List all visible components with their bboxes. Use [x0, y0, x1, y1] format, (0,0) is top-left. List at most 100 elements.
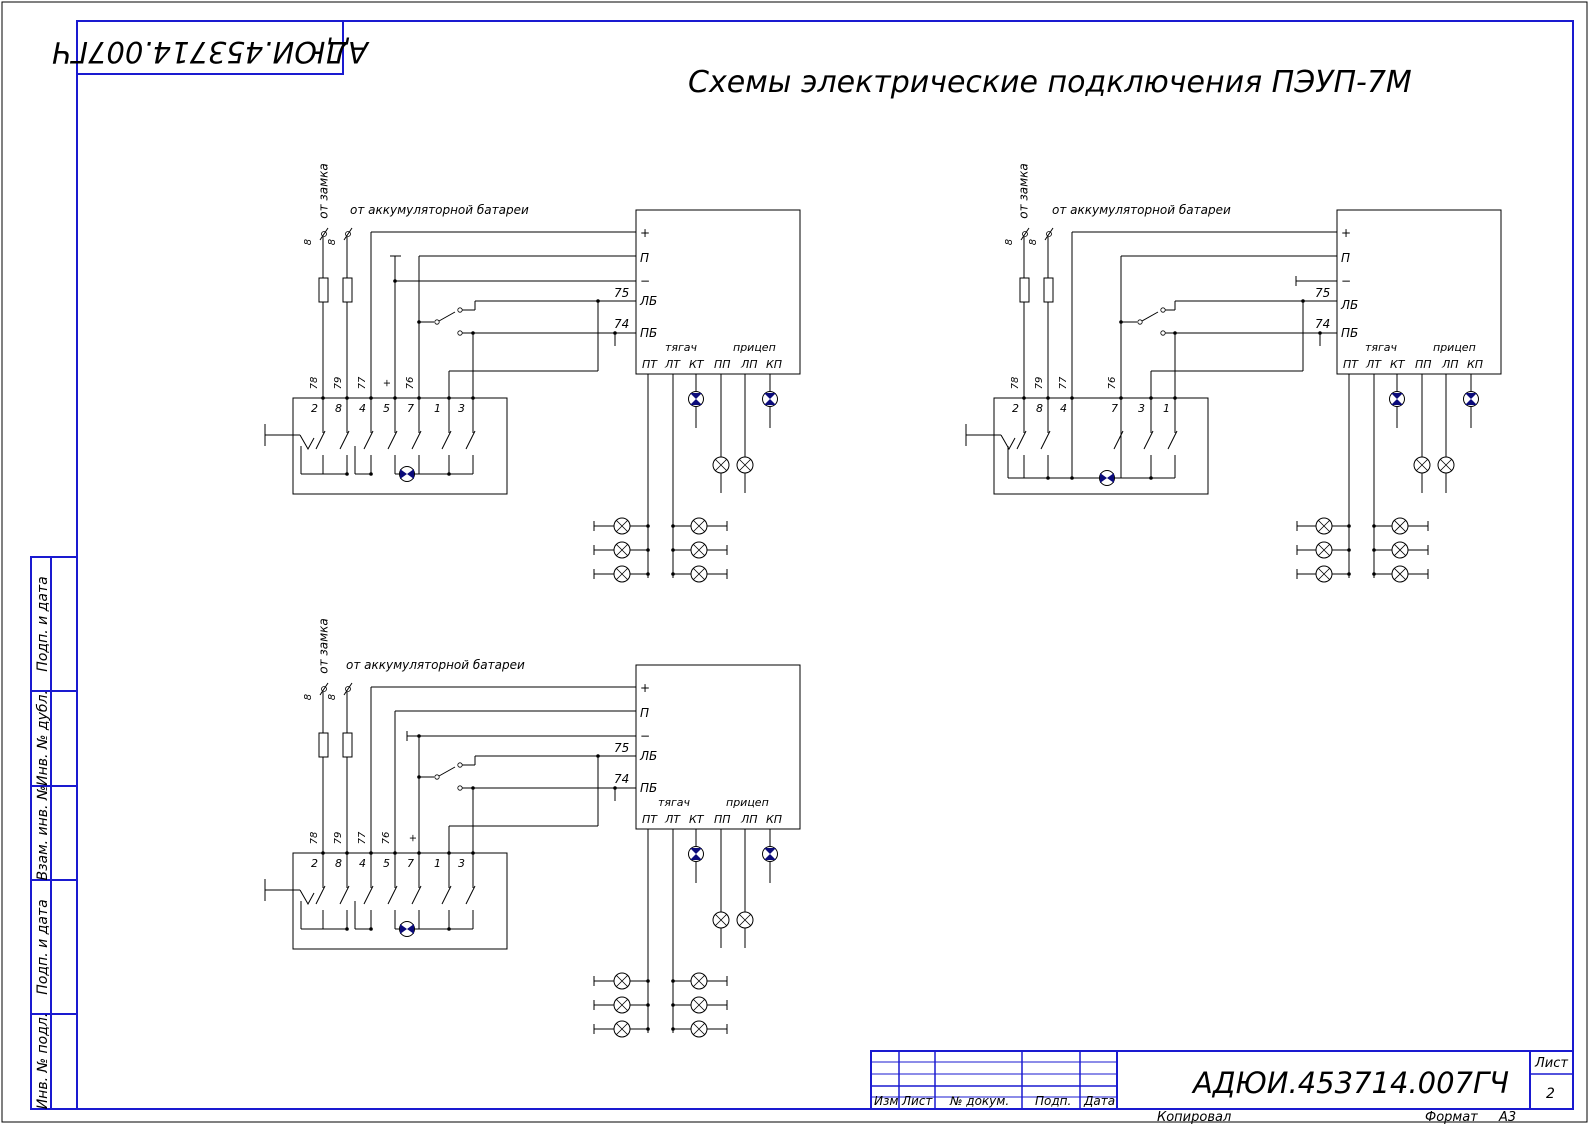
svg-text:П: П: [640, 251, 649, 265]
tractor-control-lamp-icon: [688, 846, 704, 862]
tractor-control-lamp-icon: [688, 391, 704, 407]
bottom-terminals: ПТ ЛТ КТ ПП ЛП КП: [642, 813, 782, 826]
switch-contacts: [1007, 396, 1178, 480]
svg-text:1: 1: [434, 857, 441, 870]
title-block: Изм Лист № докум. Подп. Дата АДЮИ.453714…: [870, 1050, 1574, 1125]
svg-text:ЛБ: ЛБ: [639, 749, 657, 763]
stamp-col-sign: Подп.: [1035, 1094, 1071, 1108]
svg-text:5: 5: [383, 857, 390, 870]
svg-text:+: +: [1341, 226, 1351, 240]
side-label-orig-inv: Инв. № подл.: [35, 1013, 51, 1110]
svg-text:7: 7: [407, 857, 414, 870]
unit-terminals: + П − ЛБ ПБ: [639, 681, 657, 795]
svg-text:78: 78: [309, 377, 320, 390]
switch-contact-numbers: 2 8 4 5 7 1 3: [311, 402, 465, 415]
svg-text:−: −: [640, 729, 650, 743]
svg-text:ЛБ: ЛБ: [639, 294, 657, 308]
svg-text:1: 1: [1163, 402, 1170, 415]
svg-text:КП: КП: [766, 813, 782, 826]
wire-label-75: 75: [614, 286, 629, 300]
svg-text:ПП: ПП: [714, 358, 731, 371]
label-from-battery: от аккумуляторной батареи: [1052, 203, 1231, 217]
fuse-label-2: 8: [327, 239, 338, 245]
svg-text:77: 77: [357, 376, 368, 389]
svg-text:КП: КП: [1467, 358, 1483, 371]
trailer-lamps: [712, 911, 754, 929]
svg-text:КТ: КТ: [1390, 358, 1406, 371]
stamp-sheet-number: 2: [1546, 1086, 1555, 1102]
svg-text:5: 5: [383, 402, 390, 415]
svg-text:ЛП: ЛП: [740, 358, 758, 371]
svg-text:ПТ: ПТ: [1343, 358, 1359, 371]
stamp-col-change: Изм: [874, 1094, 898, 1108]
tractor-control-lamp-icon: [1389, 391, 1405, 407]
svg-text:3: 3: [458, 402, 465, 415]
svg-text:+: +: [408, 834, 419, 842]
side-label-sign-date-1: Подп. и дата: [35, 576, 51, 671]
svg-text:79: 79: [333, 377, 344, 390]
svg-text:П: П: [1341, 251, 1350, 265]
svg-text:ПБ: ПБ: [1341, 326, 1358, 340]
stamp-format-value: А3: [1498, 1110, 1516, 1125]
wire-label-75: 75: [614, 741, 629, 755]
svg-text:П: П: [640, 706, 649, 720]
indicator-lamp-icon: [399, 921, 415, 937]
tractor-lamps: [593, 972, 728, 1038]
svg-text:ЛТ: ЛТ: [664, 358, 681, 371]
svg-text:76: 76: [1107, 377, 1118, 390]
unit-terminals: + П − ЛБ ПБ: [639, 226, 657, 340]
svg-text:79: 79: [333, 832, 344, 845]
code-box-top-left: АДЮИ.453714.007ГЧ: [52, 20, 370, 75]
scheme-1: от замка от аккумуляторной батареи 8 8: [264, 163, 801, 583]
indicator-lamp-icon: [1099, 470, 1115, 486]
trailer-control-lamp-icon: [762, 391, 778, 407]
trailer-control-lamp-icon: [762, 846, 778, 862]
unit-box: [635, 209, 801, 375]
stamp-col-date: Дата: [1083, 1094, 1115, 1108]
switch-contact-numbers: 2 8 4 7 3 1: [1012, 402, 1170, 415]
bottom-terminals: ПТ ЛТ КТ ПП ЛП КП: [642, 358, 782, 371]
svg-text:ПБ: ПБ: [640, 326, 657, 340]
stamp-copied: Копировал: [1157, 1110, 1231, 1125]
svg-text:4: 4: [359, 402, 366, 415]
stamp-designation: АДЮИ.453714.007ГЧ: [1191, 1066, 1509, 1100]
svg-text:+: +: [640, 681, 650, 695]
svg-text:79: 79: [1034, 377, 1045, 390]
fuse-label-1: 8: [303, 239, 314, 245]
fuse-label-1: 8: [303, 694, 314, 700]
group-trailer: прицеп: [1433, 341, 1476, 354]
switch-contacts: [300, 851, 476, 931]
svg-text:7: 7: [1111, 402, 1118, 415]
wire-label-74: 74: [614, 772, 629, 786]
switch-contact-numbers: 2 8 4 5 7 1 3: [311, 857, 465, 870]
svg-text:3: 3: [458, 857, 465, 870]
stamp-sheet-label: Лист: [1534, 1056, 1568, 1071]
svg-text:3: 3: [1138, 402, 1145, 415]
group-trailer: прицеп: [733, 341, 776, 354]
svg-text:4: 4: [1060, 402, 1067, 415]
label-from-lock: от замка: [1017, 163, 1031, 219]
wire-label-74: 74: [1315, 317, 1330, 331]
svg-text:2: 2: [311, 402, 318, 415]
group-tractor: тягач: [1365, 341, 1398, 354]
side-label-sign-date-2: Подп. и дата: [35, 899, 51, 994]
label-from-lock: от замка: [317, 618, 331, 674]
unit-terminals: + П − ЛБ ПБ: [1340, 226, 1358, 340]
label-from-lock: от замка: [317, 163, 331, 219]
switch-top-labels: 78 79 77 76: [1010, 376, 1118, 389]
wire-label-74: 74: [614, 317, 629, 331]
trailer-lamps: [1413, 456, 1455, 474]
code-rotated-text: АДЮИ.453714.007ГЧ: [52, 35, 370, 69]
svg-text:−: −: [1341, 274, 1351, 288]
svg-text:ЛП: ЛП: [1441, 358, 1459, 371]
trailer-lamps: [712, 456, 754, 474]
stamp-format-label: Формат: [1425, 1110, 1478, 1125]
scheme-3: от замка от аккумуляторной батареи 8 8: [264, 618, 801, 1038]
svg-text:8: 8: [1036, 402, 1043, 415]
tractor-lamps: [593, 517, 728, 583]
svg-text:7: 7: [407, 402, 414, 415]
stamp-col-docnum: № докум.: [949, 1094, 1009, 1108]
switch-top-labels: 78 79 77 + 76: [309, 376, 416, 389]
